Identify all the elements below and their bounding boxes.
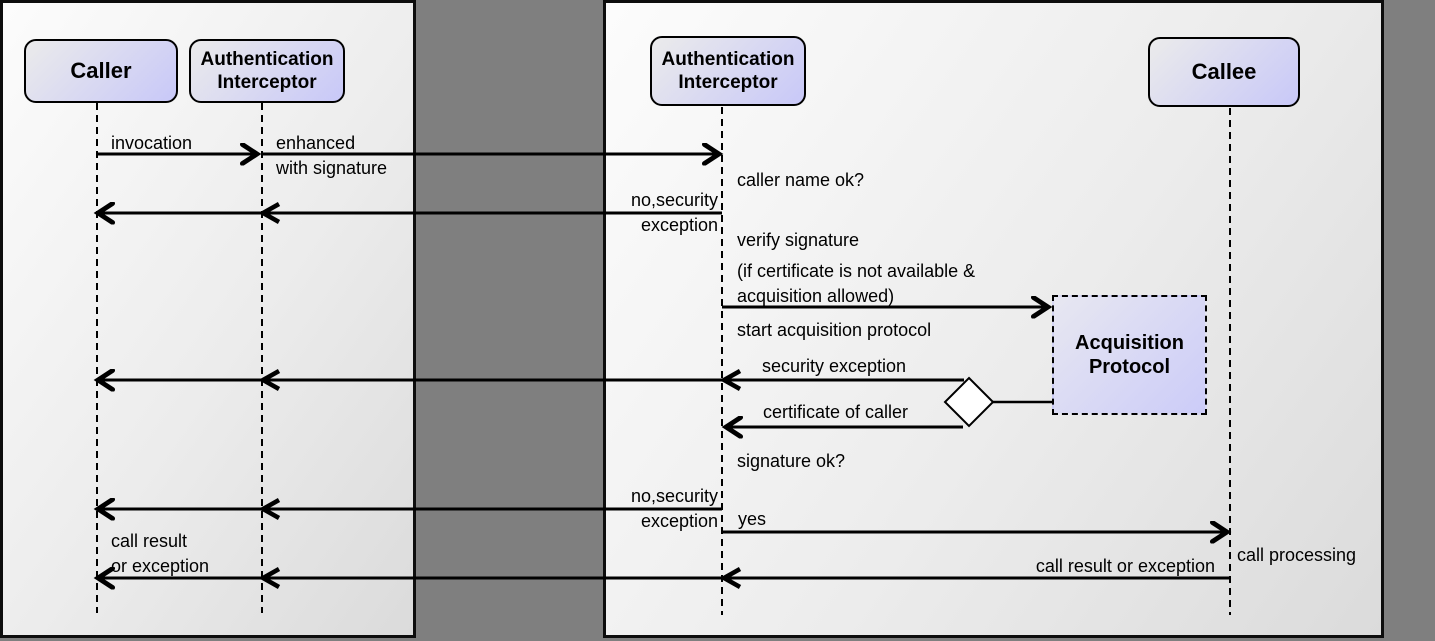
- left-diagram-panel: [0, 0, 416, 638]
- message-label-certificate-of-caller: certificate of caller: [763, 402, 909, 422]
- actor-caller: Caller: [24, 39, 178, 103]
- message-label-invocation: invocation: [111, 133, 193, 153]
- note-signature-ok: signature ok?: [737, 451, 846, 471]
- message-label-start-acquisition-protocol: start acquisition protocol: [737, 320, 932, 340]
- note-if-certificate-condition: (if certificate is not available & acqui…: [737, 261, 976, 306]
- actor-callee: Callee: [1148, 37, 1300, 107]
- message-label-call-result-or-exception-left: call result or exception: [111, 531, 210, 576]
- message-label-no-security-exception-1: no,security exception: [630, 190, 718, 235]
- message-label-no-security-exception-2: no,security exception: [630, 486, 718, 531]
- actor-auth-interceptor-right: Authentication Interceptor: [650, 36, 806, 106]
- note-verify-signature: verify signature: [737, 230, 860, 250]
- message-label-security-exception: security exception: [762, 356, 907, 376]
- note-caller-name-ok: caller name ok?: [737, 170, 865, 190]
- message-label-call-result-or-exception-right: call result or exception: [1035, 556, 1215, 576]
- message-label-yes: yes: [738, 509, 767, 529]
- note-call-processing: call processing: [1237, 545, 1357, 565]
- actor-acquisition-protocol: Acquisition Protocol: [1052, 295, 1207, 415]
- actor-auth-interceptor-left: Authentication Interceptor: [189, 39, 345, 103]
- message-label-enhanced-with-signature: enhanced with signature: [276, 133, 388, 178]
